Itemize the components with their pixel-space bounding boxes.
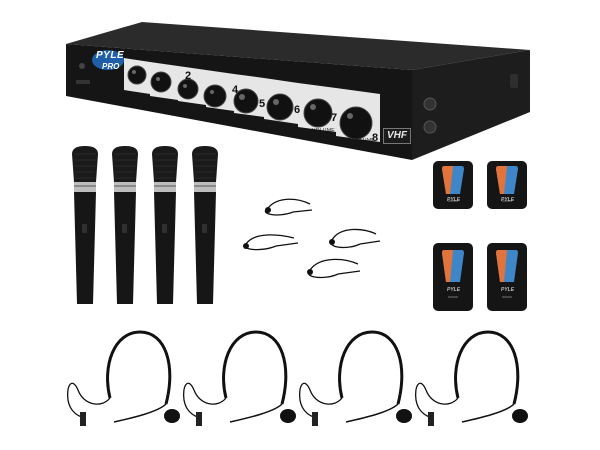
lavalier-mics-group — [243, 198, 381, 279]
bodypack-graphic — [487, 243, 527, 311]
handheld-mic-1 — [72, 146, 98, 304]
bodypack-graphic — [433, 243, 473, 311]
bodypack-brand: PYLE — [447, 287, 461, 293]
bodypack-brand: PYLE — [447, 197, 461, 203]
bodypack-transmitter-4: PYLE — [486, 242, 528, 317]
brand-sub-text: PRO — [102, 62, 120, 71]
handheld-mic-2 — [112, 146, 138, 304]
lavalier-mic-2 — [244, 234, 299, 251]
brand-logo-text: PYLE — [96, 50, 125, 61]
lavalier-mic-4 — [307, 258, 361, 279]
volume-label-8: VOLUME — [352, 138, 375, 144]
headset-mic-3 — [298, 330, 412, 426]
bodypack-brand: PYLE — [501, 197, 515, 203]
lavalier-mic-3 — [330, 228, 381, 249]
bodypack-brand: PYLE — [501, 287, 515, 293]
channel-number-8: 8 — [372, 132, 379, 144]
receiver-graphic — [66, 22, 530, 160]
headset-mic-1 — [66, 330, 180, 426]
wireless-receiver-unit: PYLE PRO 2 4 5 6 7 8 VOLUME VOLUME VHF — [0, 0, 600, 160]
channel-number-5: 5 — [259, 98, 266, 110]
channel-number-6: 6 — [294, 104, 301, 116]
handheld-mic-4 — [192, 146, 218, 304]
headset-mic-2 — [182, 330, 296, 426]
bodypack-transmitter-2: PYLE — [486, 160, 528, 215]
bodypack-transmitter-1: PYLE — [432, 160, 474, 215]
headset-mic-4 — [414, 330, 528, 426]
channel-number-2: 2 — [185, 70, 192, 82]
channel-number-4: 4 — [232, 84, 239, 96]
vhf-badge: VHF — [383, 128, 411, 144]
handheld-mic-3 — [152, 146, 178, 304]
channel-number-7: 7 — [331, 112, 338, 124]
lavalier-mic-1 — [264, 198, 313, 216]
bodypack-graphic — [433, 161, 473, 209]
volume-label-7: VOLUME — [312, 128, 335, 134]
bodypack-transmitter-3: PYLE — [432, 242, 474, 317]
bodypack-graphic — [487, 161, 527, 209]
